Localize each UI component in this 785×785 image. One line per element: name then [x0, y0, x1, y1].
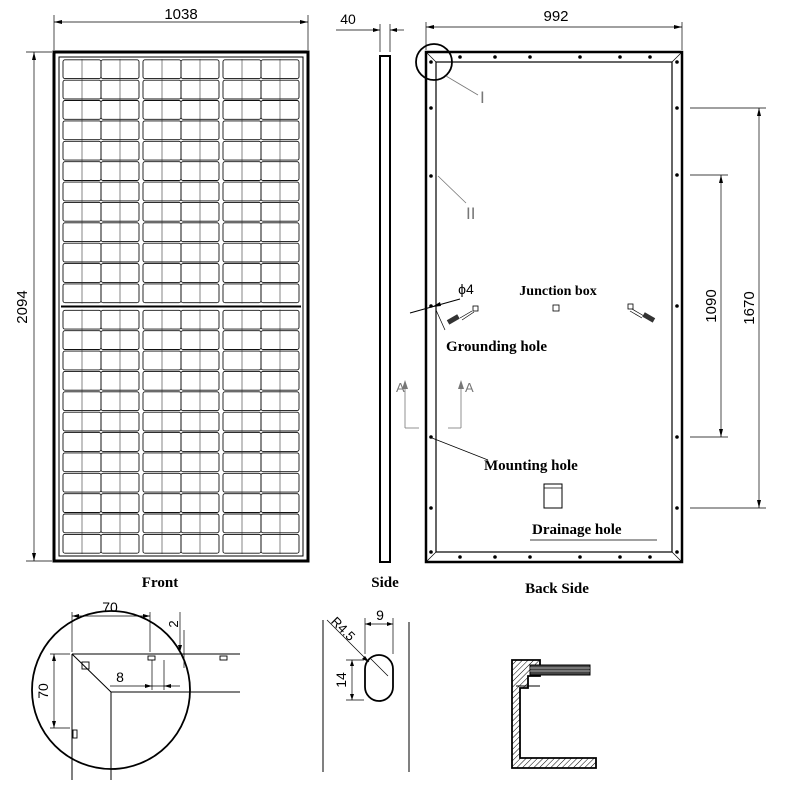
side-profile: [379, 55, 391, 563]
frame-hole: [618, 555, 622, 559]
frame-hole: [675, 60, 679, 64]
frame-hole: [429, 550, 433, 554]
mount-spacing-value: 1090: [703, 289, 720, 322]
section-a-right-marker: A: [448, 380, 474, 429]
section-a-left-marker: A: [396, 380, 419, 429]
detail-ii-width-value: 9: [376, 607, 384, 623]
frame-hole: [493, 555, 497, 559]
hole-diameter-value: ϕ4: [458, 281, 474, 297]
frame-hole: [675, 106, 679, 110]
right-connector-icon: [627, 303, 656, 323]
svg-text:A: A: [396, 380, 405, 395]
frame-hole: [458, 55, 462, 59]
mounting-hole-label: Mounting hole: [484, 458, 578, 474]
grounding-hole-label: Grounding hole: [446, 339, 547, 355]
frame-hole: [429, 174, 433, 178]
back-view: 992 I II Junction box ϕ4 Grounding hole: [396, 8, 766, 597]
frame-hole: [675, 506, 679, 510]
detail-i-height-value: 70: [35, 683, 51, 699]
front-height-value: 2094: [14, 290, 31, 323]
detail-i-marker: [415, 43, 453, 81]
frame-hole: [458, 555, 462, 559]
detail-ii-label: II: [466, 204, 475, 223]
drainage-slot-icon: [543, 483, 563, 509]
detail-i-label: I: [480, 88, 485, 107]
detail-i-view: 70 2 8 70: [31, 599, 240, 780]
section-a-profile: [511, 659, 597, 769]
svg-text:A: A: [465, 380, 474, 395]
frame-hole: [675, 550, 679, 554]
side-thickness-value: 40: [340, 11, 356, 27]
junction-box-label: Junction box: [519, 284, 596, 299]
frame-hole: [618, 55, 622, 59]
outer-spacing-value: 1670: [741, 291, 758, 324]
frame-hole: [675, 435, 679, 439]
back-frame-holes: [429, 55, 679, 559]
glass-laminate: [529, 664, 591, 676]
side-label: Side: [371, 575, 399, 591]
frame-hole: [429, 60, 433, 64]
side-view: 40 Side: [336, 11, 404, 591]
frame-hole: [648, 55, 652, 59]
front-frame: [52, 50, 310, 563]
front-view: 1038 2094 Front: [14, 6, 310, 591]
frame-hole: [429, 506, 433, 510]
front-width-value: 1038: [164, 6, 197, 23]
detail-ii-view: R4.5 9 14: [322, 607, 410, 772]
front-frame-inner: [58, 56, 304, 557]
frame-hole: [429, 106, 433, 110]
slot-hole-icon: [364, 654, 394, 702]
frame-hole: [493, 55, 497, 59]
detail-i-offset-value: 8: [116, 669, 124, 685]
frame-hole: [675, 304, 679, 308]
back-width-value: 992: [543, 8, 568, 25]
detail-ii-radius-value: R4.5: [328, 614, 358, 644]
back-frame-inner: [435, 61, 673, 553]
detail-i-width-value: 70: [102, 599, 118, 615]
frame-hole: [429, 435, 433, 439]
frame-hole: [578, 55, 582, 59]
frame-hole: [648, 555, 652, 559]
front-label: Front: [142, 575, 178, 591]
frame-hole: [528, 555, 532, 559]
detail-ii-height-value: 14: [333, 672, 349, 688]
back-frame-outer: [424, 50, 684, 564]
front-cell-grid: [61, 59, 301, 554]
back-side-label: Back Side: [525, 581, 589, 597]
frame-hole: [675, 173, 679, 177]
junction-box-icon: [552, 304, 560, 312]
drainage-hole-label: Drainage hole: [532, 522, 622, 538]
detail-i-frame-value: 2: [166, 620, 181, 627]
left-connector-icon: [446, 305, 479, 325]
frame-hole: [578, 555, 582, 559]
frame-hole: [528, 55, 532, 59]
mounting-hole-leader: [431, 437, 489, 461]
